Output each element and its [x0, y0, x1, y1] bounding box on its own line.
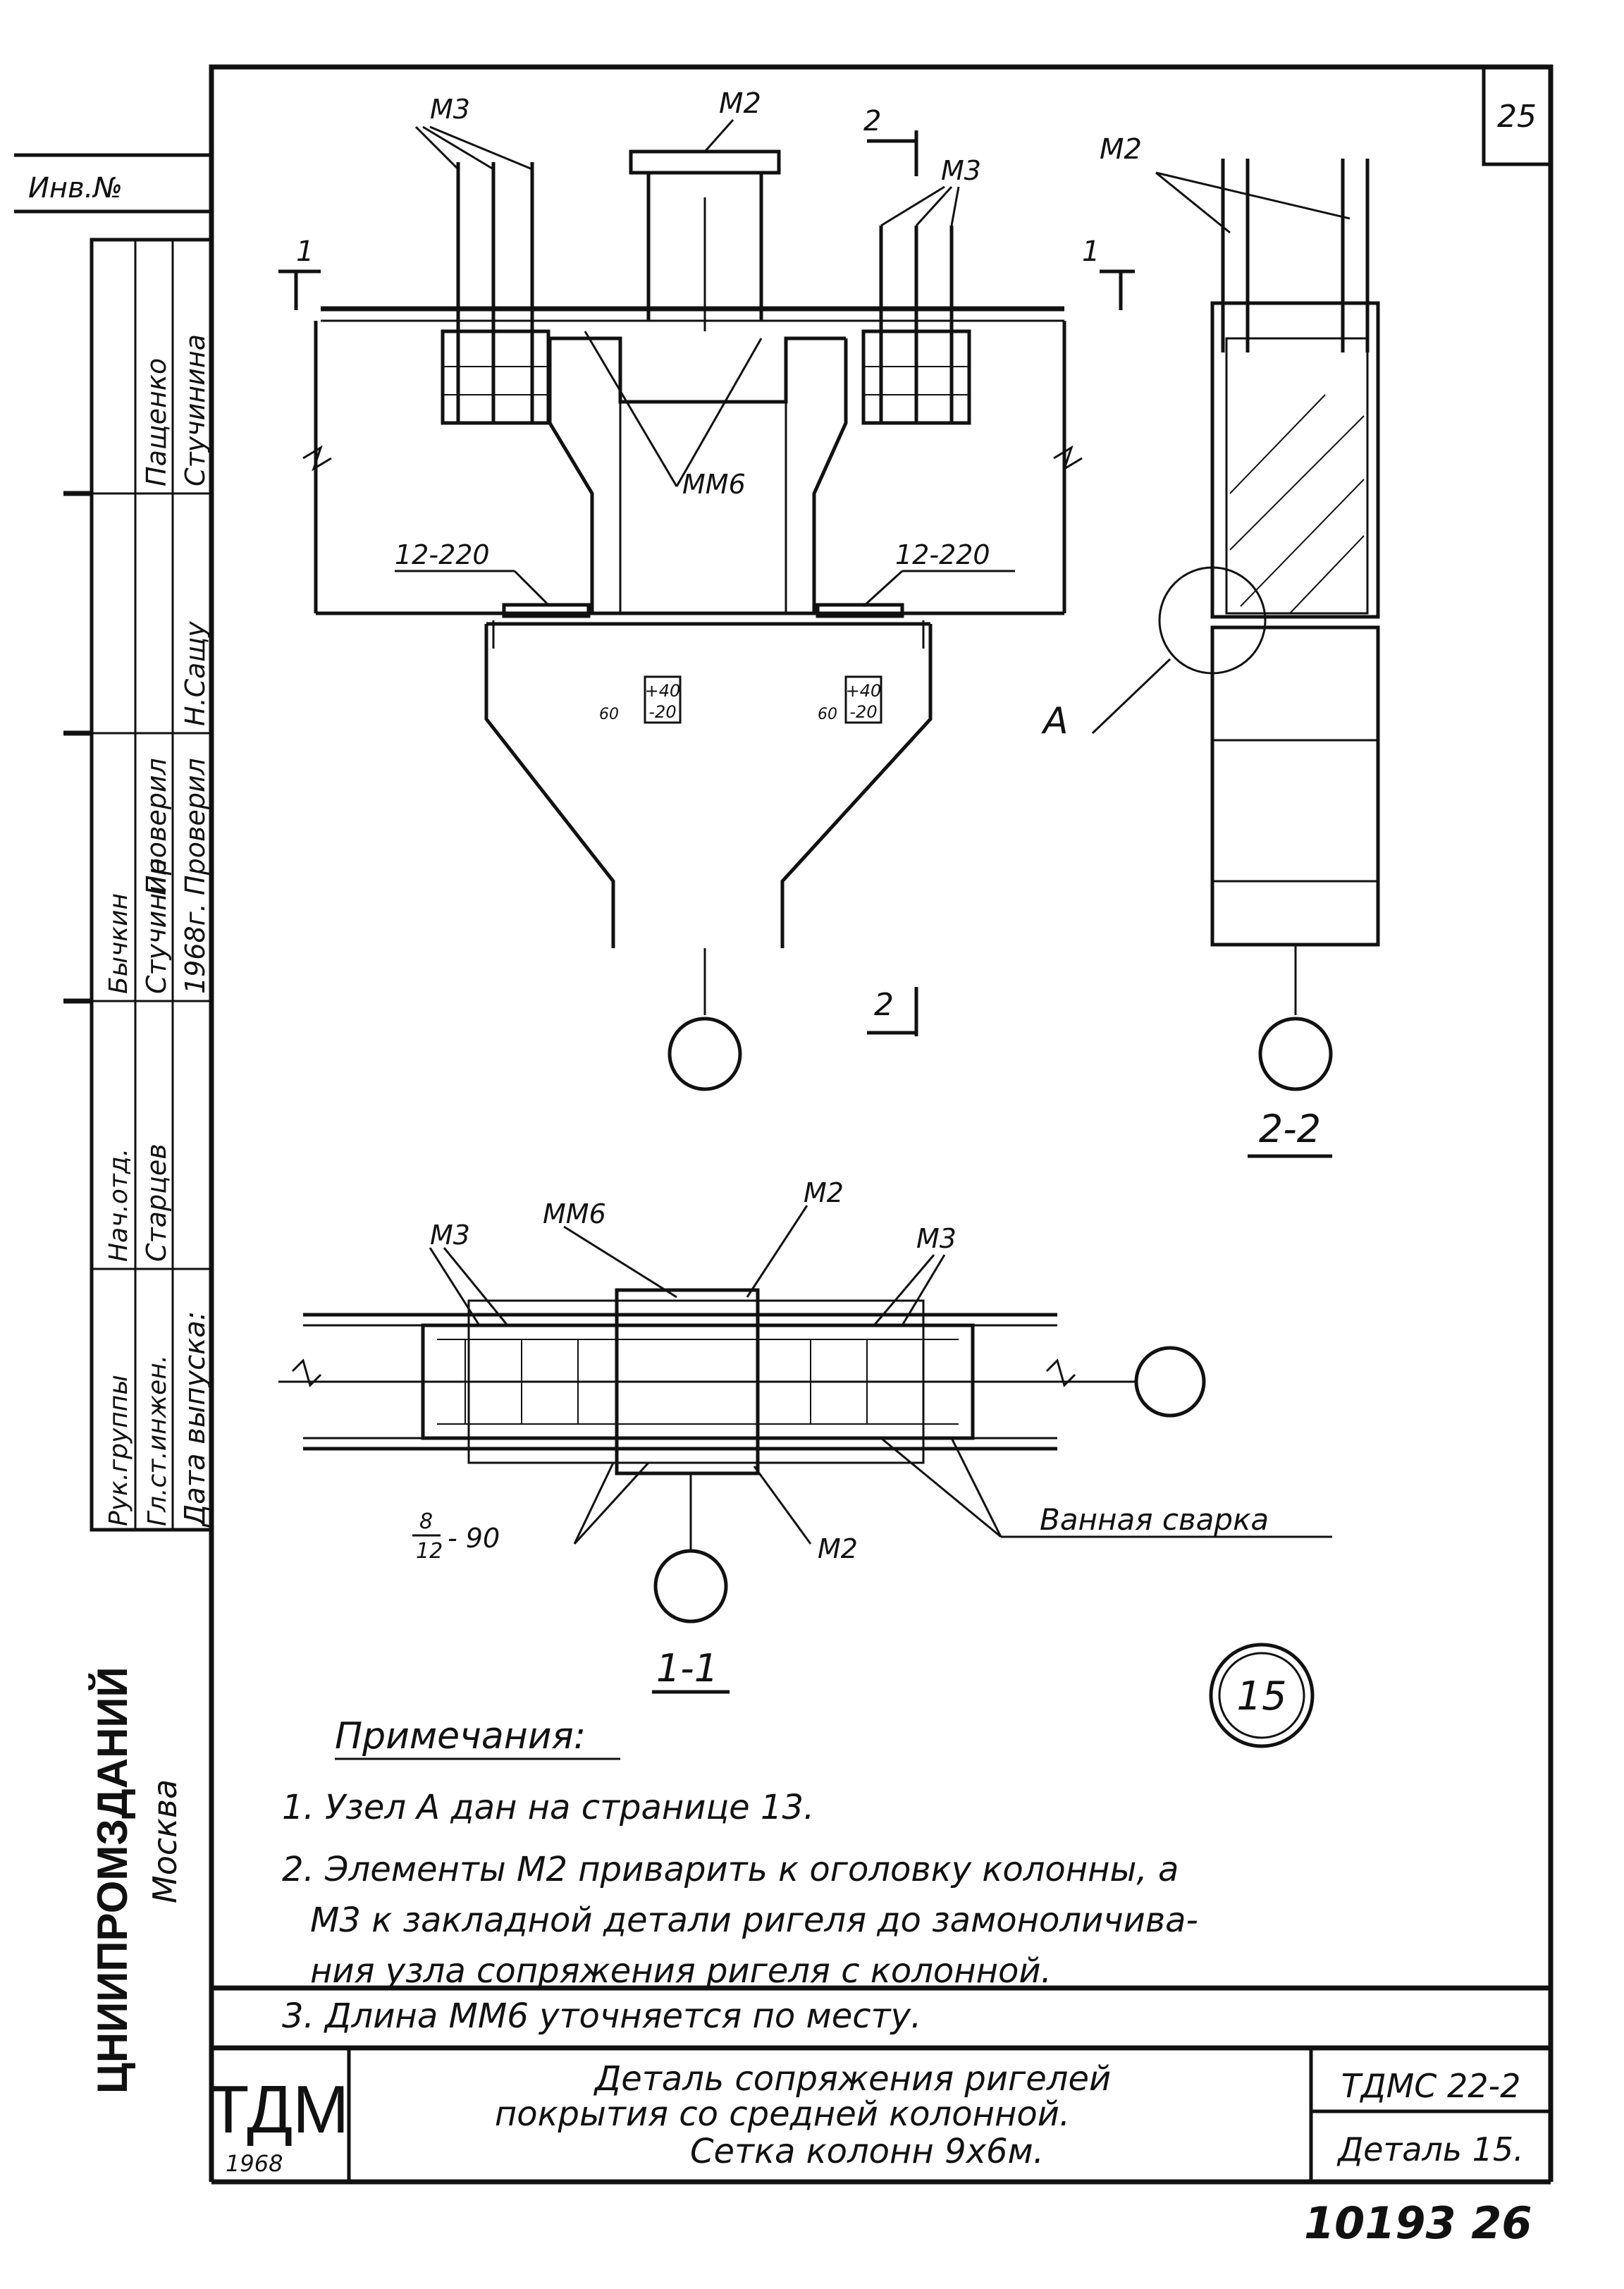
org-city: Москва: [146, 1779, 184, 1903]
svg-text:- 90: - 90: [448, 1523, 500, 1554]
notes: Примечания: 1. Узел А дан на странице 13…: [282, 1715, 1198, 1991]
svg-text:Стучинин: Стучинин: [141, 858, 172, 994]
svg-text:-20: -20: [849, 702, 877, 722]
note-2b: М3 к закладной детали ригеля до замоноли…: [310, 1901, 1198, 1940]
svg-text:М2: М2: [804, 1177, 844, 1208]
detail-number: 15: [1236, 1674, 1286, 1719]
page-number-box: [1482, 65, 1553, 166]
svg-text:+40: +40: [645, 681, 681, 701]
svg-text:ММ6: ММ6: [543, 1198, 606, 1229]
axis-bubble-section-1-1-right: [1134, 1346, 1206, 1418]
svg-text:1: 1: [296, 235, 314, 268]
note-2a: 2. Элементы М2 приварить к оголовку коло…: [282, 1850, 1179, 1889]
svg-text:Стучинина: Стучинина: [180, 334, 211, 486]
svg-text:Пащенко: Пащенко: [141, 358, 172, 486]
section-1-1: М3 ММ6 М2 М3 1-1 8 12 - 90 М2 Ванная сва…: [278, 1177, 1332, 1694]
svg-text:Рук.группы: Рук.группы: [104, 1375, 133, 1526]
svg-text:Старцев: Старцев: [141, 1143, 172, 1262]
svg-text:60: 60: [599, 706, 619, 723]
stamp-number: 10193 26: [1304, 2197, 1532, 2249]
svg-text:М3: М3: [430, 1220, 470, 1251]
svg-text:М3: М3: [916, 1223, 956, 1254]
section-2-2: М2 A 2-2: [1041, 133, 1380, 1158]
svg-text:ММ6: ММ6: [682, 469, 746, 500]
svg-text:М2: М2: [818, 1533, 858, 1564]
axis-bubble-elevation: [668, 1017, 742, 1091]
page-number: 25: [1497, 99, 1537, 135]
title-block: ТДМ 1968 Деталь сопряжения ригелей покры…: [208, 1988, 1554, 2185]
elevation-view: М3 М3 М2 ММ6 12-220 12-220: [278, 87, 1135, 1091]
note-1: 1. Узел А дан на странице 13.: [282, 1788, 814, 1827]
side-stamp: Инв.№ Нач.отд. Рук.группы Гл.ст.инжен. Д…: [14, 153, 214, 2094]
svg-text:8: 8: [419, 1509, 433, 1534]
svg-text:60: 60: [818, 706, 837, 723]
svg-text:1: 1: [1082, 235, 1100, 268]
svg-text:Бычкин: Бычкин: [104, 893, 133, 994]
svg-text:М3: М3: [941, 155, 981, 186]
notes-heading: Примечания:: [335, 1715, 586, 1757]
svg-text:Ванная сварка: Ванная сварка: [1040, 1502, 1269, 1537]
svg-text:1-1: 1-1: [656, 1646, 718, 1690]
svg-text:1968г.: 1968г.: [180, 903, 211, 994]
svg-text:Проверил: Проверил: [180, 758, 211, 895]
svg-text:12-220: 12-220: [895, 539, 990, 570]
svg-text:Дата выпуска:: Дата выпуска:: [179, 1311, 211, 1528]
svg-text:A: A: [1041, 700, 1069, 742]
axis-bubble-section-1-1-bottom: [653, 1549, 728, 1624]
detail-circle-inner: [1218, 1652, 1305, 1739]
svg-text:12-220: 12-220: [395, 539, 490, 570]
title-line-1: Деталь сопряжения ригелей: [593, 2059, 1111, 2099]
detail-circle-outer: [1209, 1643, 1315, 1748]
svg-text:М2: М2: [1100, 133, 1142, 166]
svg-text:-20: -20: [648, 702, 676, 722]
title-line-2: покрытия со средней колонной.: [495, 2094, 1070, 2134]
svg-text:М2: М2: [719, 87, 761, 120]
svg-text:Н.Сащу: Н.Сащу: [180, 621, 211, 726]
svg-text:12: 12: [416, 1539, 443, 1564]
detail-label: Деталь 15.: [1336, 2130, 1524, 2168]
logo: ТДМ: [208, 2072, 349, 2147]
svg-text:М3: М3: [430, 94, 470, 125]
note-2c: ния узла сопряжения ригеля с колонной.: [310, 1951, 1052, 1991]
svg-text:Нач.отд.: Нач.отд.: [104, 1148, 133, 1262]
svg-text:+40: +40: [846, 681, 882, 701]
note-3: 3. Длина ММ6 уточняется по месту.: [282, 1996, 921, 2036]
doc-code: ТДМС 22-2: [1341, 2067, 1521, 2105]
axis-bubble-section-2-2: [1258, 1017, 1333, 1091]
inv-label: Инв.№: [28, 172, 123, 204]
svg-text:Проверил: Проверил: [141, 758, 172, 895]
svg-text:2: 2: [863, 105, 881, 137]
svg-text:Гл.ст.инжен.: Гл.ст.инжен.: [143, 1355, 172, 1526]
svg-text:2-2: 2-2: [1259, 1107, 1321, 1151]
year: 1968: [226, 2150, 283, 2177]
title-line-3: Сетка колонн 9х6м.: [690, 2132, 1044, 2171]
svg-text:2: 2: [874, 987, 894, 1023]
org-name: ЦНИИПРОМЗДАНИЙ: [89, 1667, 136, 2094]
